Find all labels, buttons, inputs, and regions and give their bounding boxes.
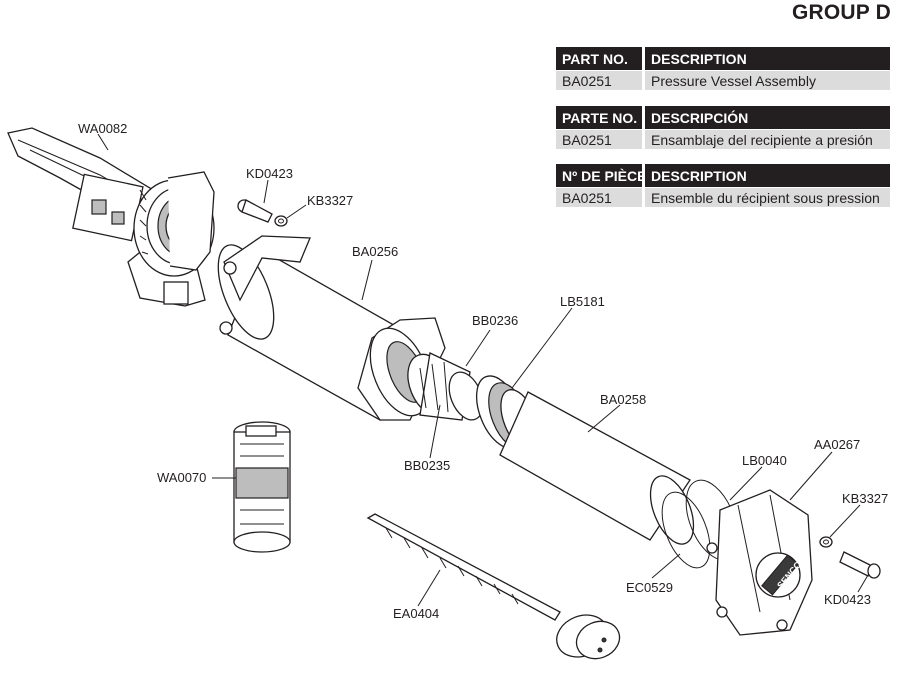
label-lb5181: LB5181 bbox=[560, 294, 605, 309]
col-part-no: PART NO. bbox=[556, 47, 645, 71]
part-number: BA0251 bbox=[556, 129, 645, 149]
part-kb3327-bottom-washer bbox=[819, 536, 833, 548]
part-number: BA0251 bbox=[556, 187, 645, 207]
part-ea0404 bbox=[366, 513, 621, 660]
part-ba0258 bbox=[499, 391, 695, 545]
label-lb0040: LB0040 bbox=[742, 453, 787, 468]
part-bb0235 bbox=[419, 361, 449, 413]
label-wa0082: WA0082 bbox=[78, 121, 127, 136]
part-description: Ensamblaje del recipiente a presión bbox=[643, 129, 890, 149]
part-kb3327-top-washer bbox=[274, 215, 288, 227]
parts-table-english: PART NO. DESCRIPTION BA0251 Pressure Ves… bbox=[556, 47, 890, 90]
part-ec0529-oring bbox=[661, 491, 711, 569]
label-bb0236: BB0236 bbox=[472, 313, 518, 328]
label-kd0423-bottom: KD0423 bbox=[824, 592, 871, 607]
label-ba0256: BA0256 bbox=[352, 244, 398, 259]
label-kb3327-top: KB3327 bbox=[307, 193, 353, 208]
label-bb0235: BB0235 bbox=[404, 458, 450, 473]
label-ec0529: EC0529 bbox=[626, 580, 673, 595]
part-kd0423-top-screw bbox=[237, 199, 273, 223]
part-aa0267: SENCO bbox=[706, 489, 813, 636]
part-kd0423-bottom-screw bbox=[839, 551, 881, 579]
label-ba0258: BA0258 bbox=[600, 392, 646, 407]
label-kd0423-top: KD0423 bbox=[246, 166, 293, 181]
label-aa0267: AA0267 bbox=[814, 437, 860, 452]
col-description: DESCRIPCIÓN bbox=[643, 106, 890, 130]
label-wa0070: WA0070 bbox=[157, 470, 206, 485]
part-ba0256 bbox=[217, 235, 446, 421]
group-title: GROUP D bbox=[791, 1, 891, 24]
part-wa0082 bbox=[7, 127, 215, 307]
parts-table-spanish: PARTE NO. DESCRIPCIÓN BA0251 Ensamblaje … bbox=[556, 106, 890, 149]
part-wa0070 bbox=[233, 421, 291, 553]
col-part-no: Nº DE PIÈCE bbox=[556, 164, 645, 188]
leader-lines bbox=[97, 133, 869, 607]
col-description: DESCRIPTION bbox=[643, 47, 890, 71]
parts-table-french: Nº DE PIÈCE DESCRIPTION BA0251 Ensemble … bbox=[556, 164, 890, 207]
col-description: DESCRIPTION bbox=[643, 164, 890, 188]
part-number: BA0251 bbox=[556, 70, 645, 90]
part-description: Ensemble du récipient sous pression bbox=[643, 187, 890, 207]
label-kb3327-bottom: KB3327 bbox=[842, 491, 888, 506]
part-description: Pressure Vessel Assembly bbox=[643, 70, 890, 90]
label-ea0404: EA0404 bbox=[393, 606, 439, 621]
col-part-no: PARTE NO. bbox=[556, 106, 645, 130]
